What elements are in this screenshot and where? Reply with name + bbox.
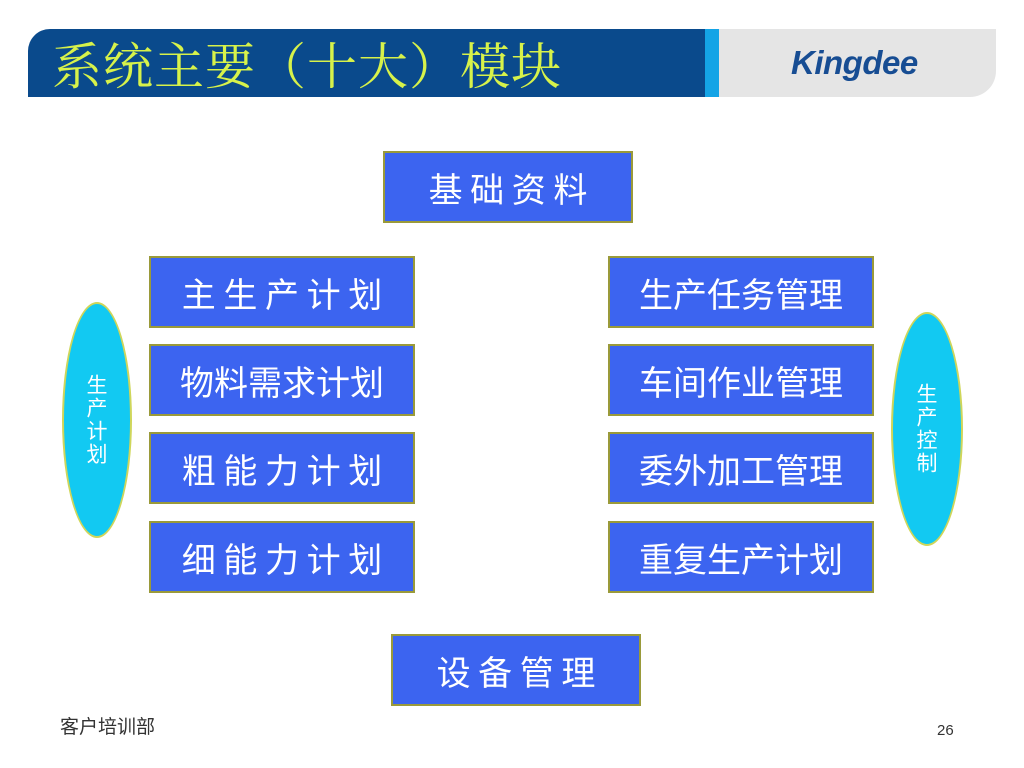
group-label-production-control: 生产控制	[891, 312, 963, 546]
group-label-production-planning: 生产计划	[62, 302, 132, 538]
logo-panel: Kingdee	[719, 29, 996, 97]
module-repetitive-production-planning: 重复生产计划	[608, 521, 874, 593]
module-rough-capacity-planning: 粗 能 力 计 划	[149, 432, 415, 504]
module-basic-data: 基 础 资 料	[383, 151, 633, 223]
footer-department: 客户培训部	[60, 712, 156, 739]
module-master-production-schedule: 主 生 产 计 划	[149, 256, 415, 328]
header-accent-stripe	[705, 29, 719, 97]
module-subcontract-processing-management: 委外加工管理	[608, 432, 874, 504]
kingdee-logo: Kingdee	[791, 44, 918, 81]
module-shop-floor-management: 车间作业管理	[608, 344, 874, 416]
module-production-task-management: 生产任务管理	[608, 256, 874, 328]
page-number: 26	[937, 722, 954, 739]
header-bar: 系统主要（十大）模块	[28, 29, 718, 97]
module-detailed-capacity-planning: 细 能 力 计 划	[149, 521, 415, 593]
module-equipment-management: 设 备 管 理	[391, 634, 641, 706]
module-material-requirements-planning: 物料需求计划	[149, 344, 415, 416]
group-label-text: 生产控制	[912, 383, 942, 475]
group-label-text: 生产计划	[82, 374, 112, 466]
slide-title: 系统主要（十大）模块	[52, 29, 562, 97]
